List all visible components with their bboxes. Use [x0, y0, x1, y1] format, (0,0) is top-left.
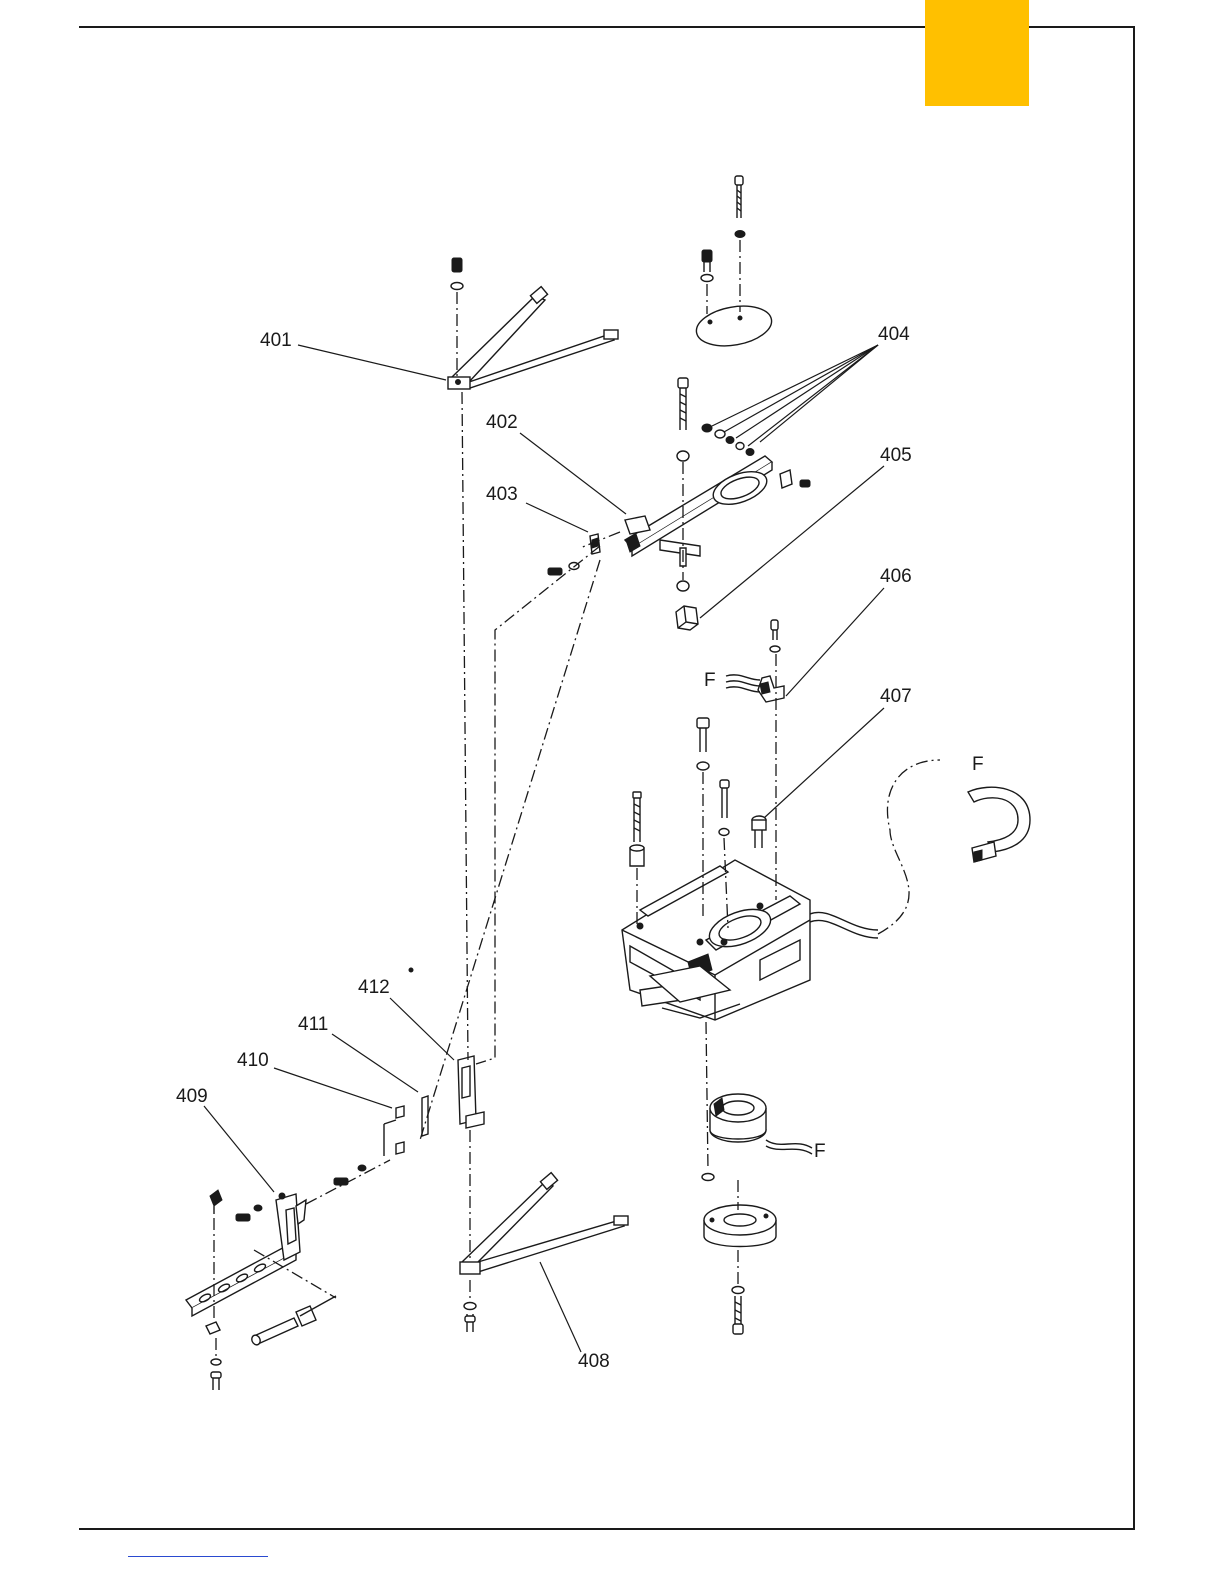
part-412-lever: [458, 1056, 484, 1128]
callout-401: 401: [260, 330, 292, 351]
callout-411: 411: [298, 1014, 328, 1035]
callout-407: 407: [880, 686, 912, 707]
callout-402: 402: [486, 412, 518, 433]
part-408-screw: [464, 1303, 476, 1333]
part-407-screw: [752, 816, 766, 848]
block-screw-3: [630, 792, 644, 866]
callout-412: 412: [358, 977, 390, 998]
callout-408: 408: [578, 1351, 610, 1372]
motor-bottom-screw: [732, 1287, 744, 1335]
assembly-axis-lines: [214, 240, 776, 1358]
part-409-pedal-bracket: [186, 1193, 306, 1316]
top-screw-short: [701, 250, 713, 282]
part-402-carriage-arm: [625, 456, 772, 566]
callout-406: 406: [880, 566, 912, 587]
motor-washer: [702, 1174, 714, 1181]
main-mechanism-block: [622, 860, 810, 1020]
part-404-washers: [702, 424, 754, 456]
motor-ring: [710, 1094, 812, 1154]
callout-409: 409: [176, 1086, 208, 1107]
stray-mark: [409, 968, 413, 972]
connector-f-label: F: [814, 1141, 826, 1162]
motor-base-plate: [704, 1205, 776, 1247]
connector-f-label: F: [704, 670, 716, 691]
part-401-screw: [451, 258, 463, 290]
part-410-plates: [334, 1106, 404, 1185]
connector-f-label: F: [972, 754, 984, 775]
part-406-sensor-bracket: [726, 620, 784, 702]
cover-disc: [693, 301, 774, 352]
block-screw-2: [719, 780, 729, 836]
callout-410: 410: [237, 1050, 269, 1071]
flex-cable-connector: [968, 787, 1030, 862]
callout-403: 403: [486, 484, 518, 505]
part-405-nut: [676, 606, 698, 630]
part-403-bracket: [548, 534, 600, 575]
block-cable: [810, 760, 940, 938]
part-408-lower-bracket: [460, 1173, 628, 1274]
callout-404: 404: [878, 324, 910, 345]
callout-405: 405: [880, 445, 912, 466]
part-401-upper-bracket: [448, 287, 618, 389]
top-screw-long: [735, 176, 745, 238]
part-404-side-clip: [780, 470, 810, 488]
block-screw-1: [697, 718, 709, 770]
